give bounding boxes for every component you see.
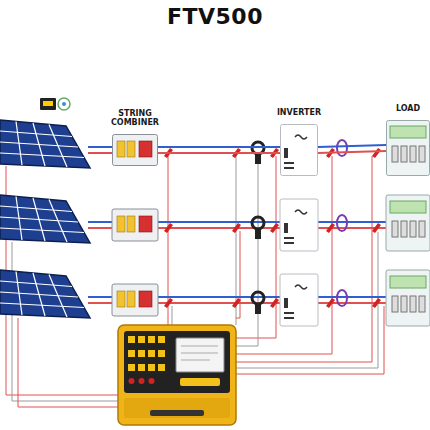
row-3 [280, 274, 318, 326]
column-heading: STRING COMBINER [105, 109, 165, 127]
analyzer-device [148, 350, 155, 357]
analyzer-device [150, 410, 204, 416]
analyzer-device [138, 350, 145, 357]
row-3 [386, 270, 430, 326]
row-3 [0, 270, 90, 318]
row-2 [0, 195, 430, 251]
analyzer-device [124, 331, 230, 393]
combiner-box [117, 141, 125, 157]
analyzer-device [148, 364, 155, 371]
row-2 [386, 195, 430, 251]
load-panel [401, 146, 407, 162]
row-2 [164, 215, 381, 239]
meter-icons [62, 102, 66, 106]
meter-icons [40, 98, 56, 110]
test-leads [236, 156, 372, 362]
inverter-box: INVERTER [280, 124, 318, 176]
row-2 [88, 222, 112, 228]
test-leads [236, 156, 237, 325]
analyzer-device [128, 364, 135, 371]
inverter-box [284, 162, 294, 164]
analyzer-device [158, 336, 165, 343]
analyzer-device [138, 336, 145, 343]
test-leads [172, 306, 173, 325]
cable-wire [158, 146, 280, 148]
analyzer-device [129, 378, 155, 384]
column-heading: LOAD [379, 104, 430, 113]
meter-icons [40, 98, 70, 110]
analyzer-device [158, 364, 165, 371]
combiner-box [139, 141, 152, 157]
row-3 [158, 297, 386, 303]
diagram-title: FTV500 [0, 4, 430, 29]
analyzer-device [129, 378, 135, 384]
row-3 [164, 290, 381, 314]
inverter-box [295, 135, 307, 139]
meter-icons [58, 98, 70, 110]
cable-wire [318, 145, 386, 147]
row-3 [0, 270, 430, 326]
analyzer-device [139, 378, 145, 384]
load-panel [387, 121, 430, 176]
combiner-box [112, 134, 158, 166]
row-2 [280, 199, 318, 251]
load-panel: LOAD [386, 120, 430, 176]
row-2 [0, 195, 90, 243]
load-panel [386, 120, 430, 176]
cable-pair [318, 145, 386, 153]
test-leads [168, 156, 169, 325]
test-leads [18, 318, 118, 407]
row-2 [112, 209, 158, 241]
test-leads [236, 232, 378, 368]
analyzer-device [118, 325, 236, 425]
combiner-box: STRING COMBINER [112, 134, 158, 166]
load-panel [410, 146, 416, 162]
inverter-box [280, 124, 318, 176]
analyzer-device [158, 350, 165, 357]
analyzer-device [128, 336, 135, 343]
row-3 [88, 297, 112, 303]
analyzer-device [124, 398, 230, 418]
row-3 [112, 284, 158, 316]
analyzer-device [181, 360, 210, 361]
load-panel [392, 146, 398, 162]
meter-icons [43, 101, 53, 106]
cable-wire [318, 151, 386, 153]
cable-wire [158, 152, 280, 154]
test-leads [12, 242, 118, 401]
inverter-box [281, 125, 318, 176]
inverter-box [284, 148, 288, 158]
combiner-box [113, 135, 158, 166]
load-panel [419, 146, 425, 162]
row-2 [158, 222, 386, 228]
test-leads [236, 156, 332, 354]
row-1 [88, 147, 112, 153]
test-leads [236, 164, 258, 346]
analyzer-device [180, 378, 220, 386]
analyzer-device [148, 336, 155, 343]
analyzer-device [128, 350, 135, 357]
analyzer-device [128, 336, 165, 371]
analyzer-device [118, 325, 236, 425]
analyzer-device [181, 353, 218, 354]
row-1 [0, 120, 381, 168]
combiner-box [127, 141, 135, 157]
analyzer-device [149, 378, 155, 384]
cable-pair [158, 147, 280, 153]
analyzer-device [181, 346, 218, 347]
analyzer-device [176, 338, 224, 372]
load-panel [390, 126, 426, 138]
inverter-box [284, 167, 294, 169]
analyzer-device [138, 364, 145, 371]
row-1 [0, 120, 90, 168]
column-heading: INVERTER [273, 108, 325, 117]
